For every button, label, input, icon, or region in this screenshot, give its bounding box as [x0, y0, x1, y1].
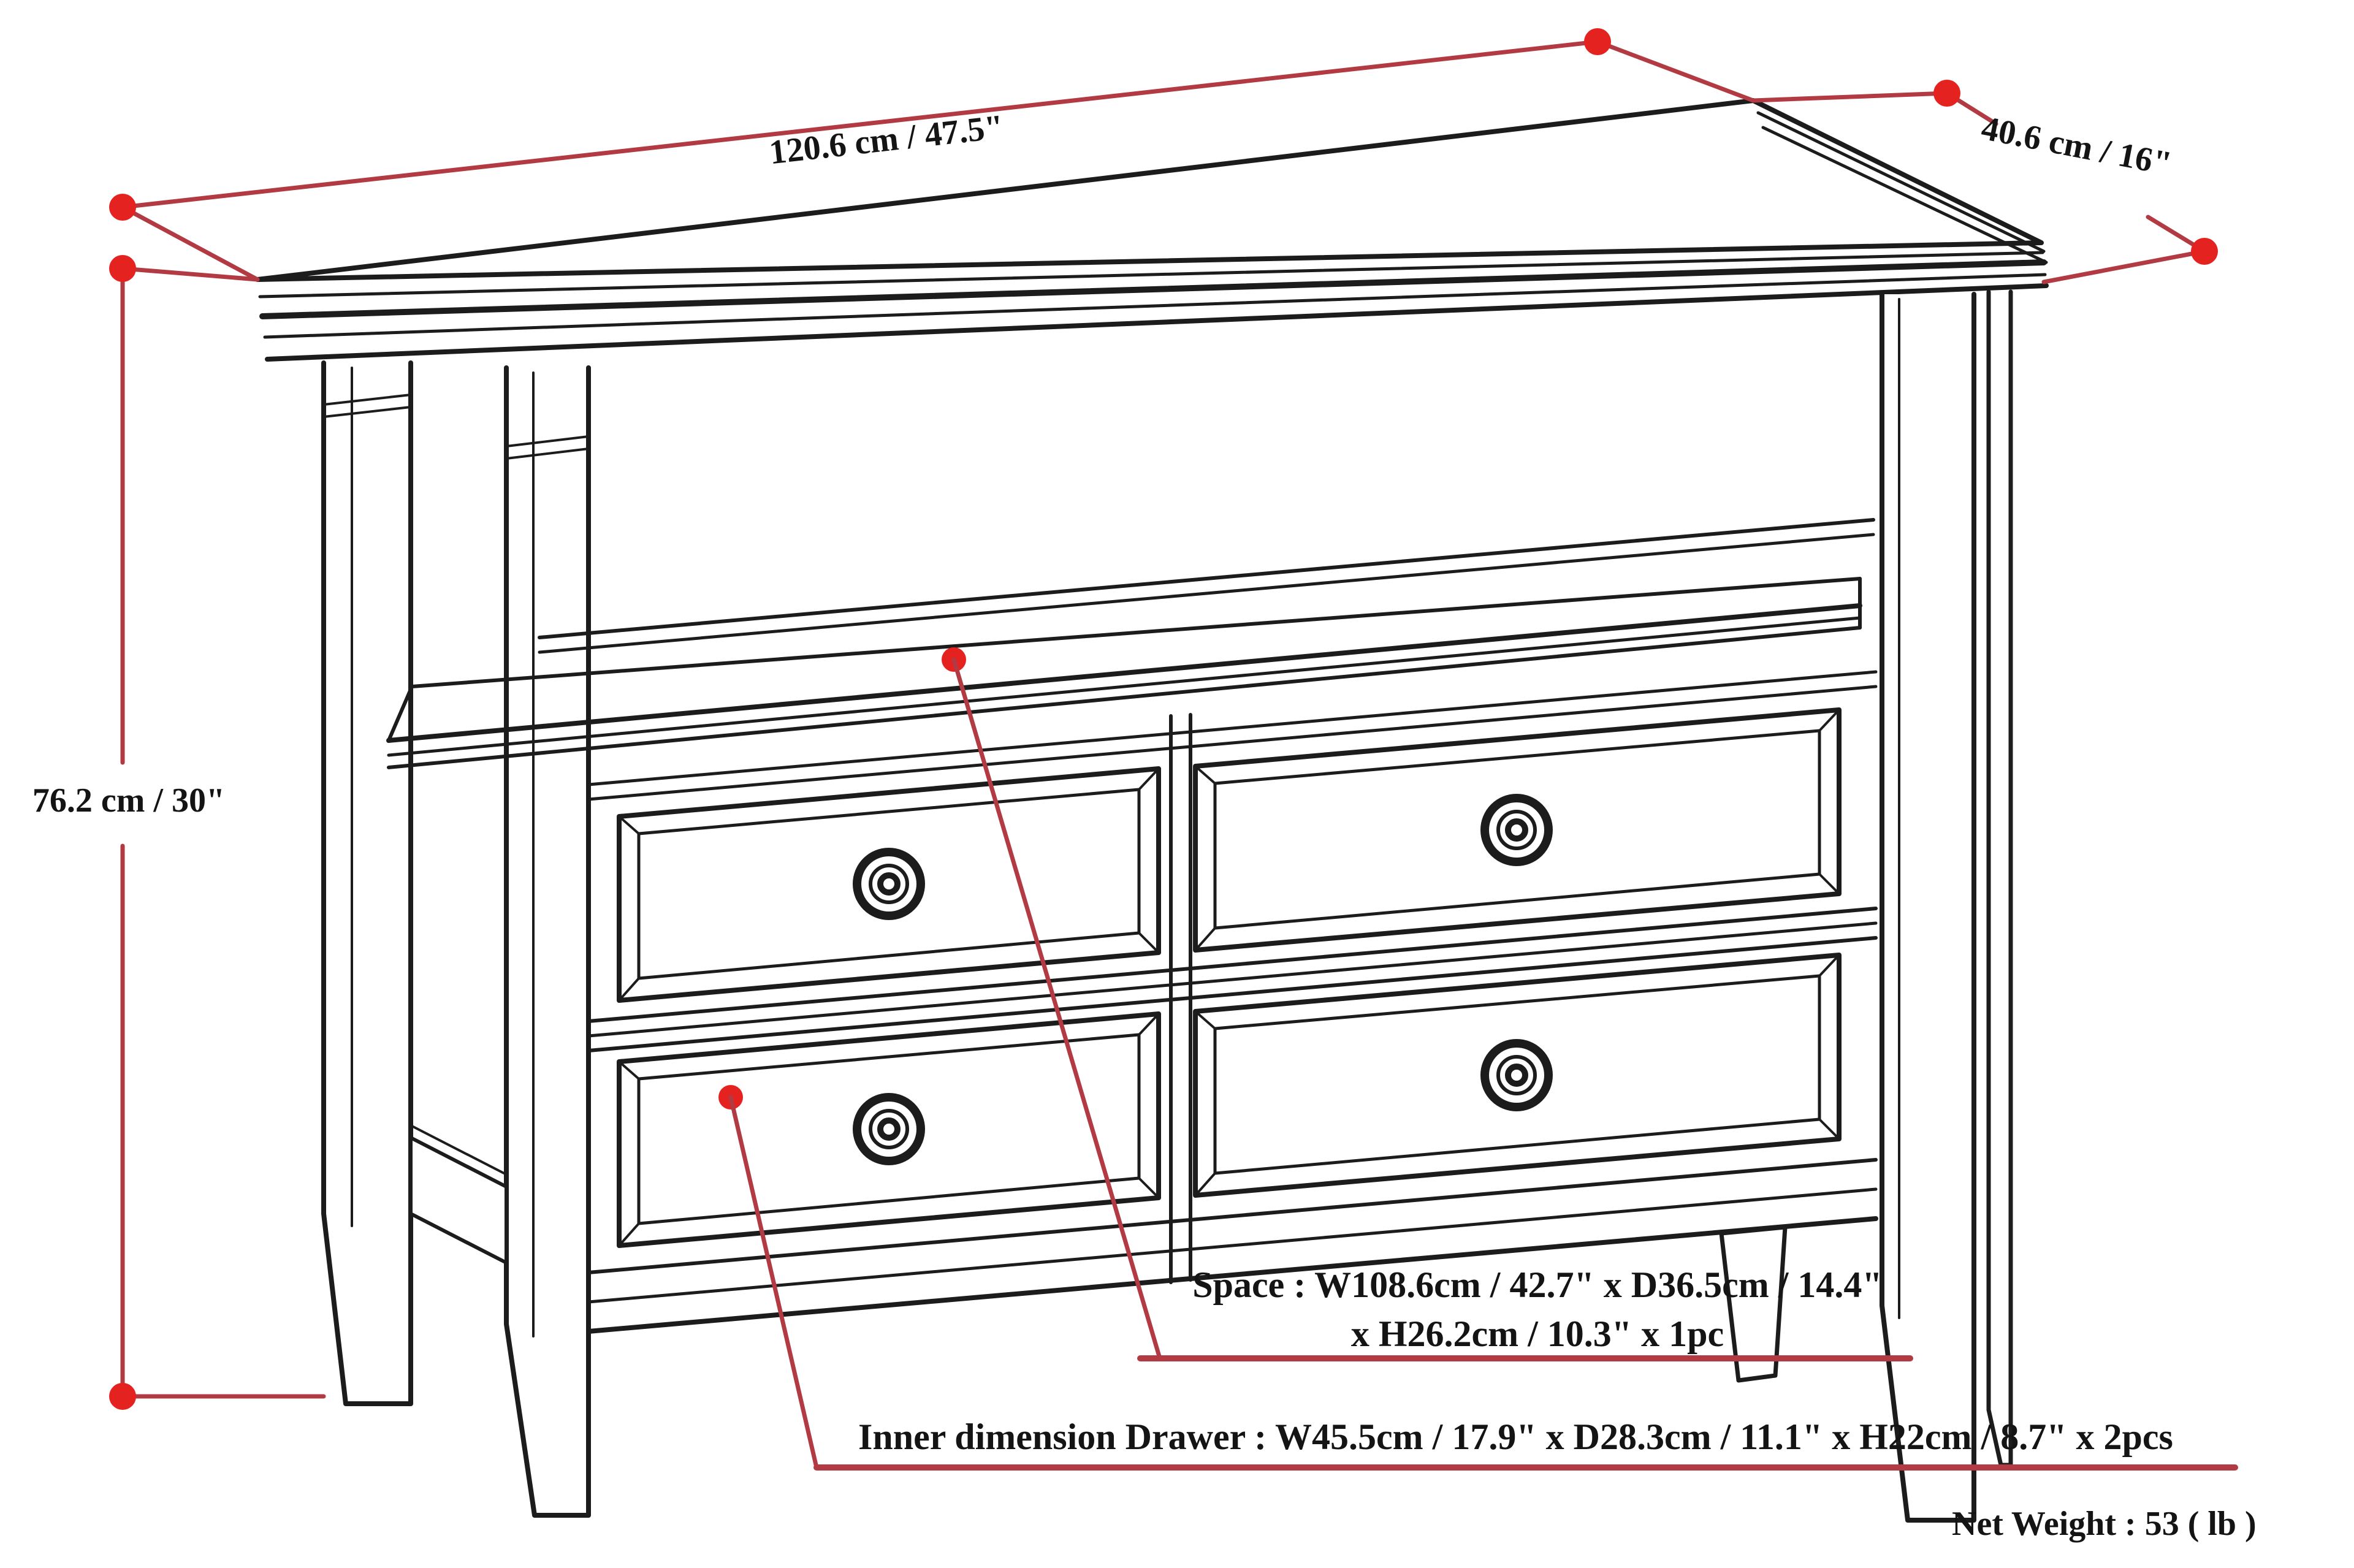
tabletop-molding-line — [259, 259, 2047, 319]
ring-pull-knob-icon — [1480, 1039, 1553, 1111]
drawer-bottom-left — [617, 1011, 1161, 1248]
leg-front-left — [504, 365, 591, 1518]
space-leader: Space : W108.6cm / 42.7" x D36.5cm / 14.… — [942, 647, 1913, 1361]
tabletop-surface — [255, 98, 2044, 282]
width-dimension-line — [120, 39, 1600, 210]
tabletop — [255, 98, 2049, 362]
width-extension-line — [120, 205, 260, 282]
dimension-dot — [1933, 80, 1960, 107]
leg-back-right — [1986, 289, 2013, 1467]
tabletop-molding-bottom — [265, 283, 2049, 362]
inner-drawer-annotation: Inner dimension Drawer : W45.5cm / 17.9"… — [858, 1417, 2173, 1457]
drawer-front — [1193, 707, 1842, 953]
leg-back-left-cap — [322, 394, 412, 418]
space-leader-line — [951, 657, 1162, 1361]
mid-rail-line — [587, 921, 1878, 1038]
mid-rail-line — [587, 936, 1878, 1052]
dimension-dot — [2191, 238, 2218, 265]
drawer-front — [617, 1011, 1161, 1248]
dimension-annotations: 120.6 cm / 47.5" 40.6 cm / 16" 76.2 cm /… — [32, 28, 2257, 1543]
depth-extension-line — [2041, 249, 2207, 284]
space-annotation-line1: Space : W108.6cm / 42.7" x D36.5cm / 14.… — [1192, 1265, 1882, 1305]
tabletop-molding-line — [263, 273, 2047, 339]
board-front-edge — [386, 603, 1862, 743]
tabletop-right-face-line — [1756, 111, 2046, 253]
leg-front-left-cap — [505, 435, 590, 460]
drawer-bevel-corners — [1194, 709, 1840, 951]
mid-rail-line — [587, 907, 1878, 1023]
height-extension-line — [120, 266, 260, 282]
ring-pull-knob-icon — [853, 1093, 925, 1165]
width-dimension-label: 120.6 cm / 47.5" — [768, 108, 1006, 172]
cabinet-rails — [586, 670, 1878, 1334]
inner-drawer-leader: Inner dimension Drawer : W45.5cm / 17.9"… — [718, 1085, 2238, 1471]
dimension-dot — [109, 194, 136, 221]
drawer-bevel-corners — [618, 767, 1160, 1002]
width-extension-line — [1595, 39, 1756, 103]
bottom-rail-line — [587, 1158, 1878, 1274]
top-rail-line — [587, 670, 1878, 786]
ring-pull-knob-icon — [1480, 794, 1553, 866]
drawer-bottom-right — [1193, 953, 1842, 1198]
drawer-top-left — [617, 766, 1161, 1003]
tabletop-right-face-line — [1761, 126, 2048, 264]
tabletop-molding-line — [258, 251, 2044, 299]
drawer-front — [1193, 953, 1842, 1198]
stub-foot — [1719, 1225, 1788, 1383]
dimension-dot — [109, 1383, 136, 1410]
side-stretcher-left-top — [409, 1124, 508, 1176]
legs — [321, 289, 2013, 1523]
board-back-edge — [410, 577, 1862, 688]
dimension-dot — [109, 255, 136, 282]
leg-back-left — [321, 360, 413, 1406]
cabinet-top-board — [386, 577, 1862, 769]
console-table-drawing — [255, 98, 2049, 1523]
bottom-rail-line — [587, 1187, 1878, 1304]
depth-dimension-label: 40.6 cm / 16" — [1978, 109, 2174, 183]
dimension-dot — [1584, 28, 1611, 55]
space-annotation-line2: x H26.2cm / 10.3" x 1pc — [1351, 1314, 1724, 1354]
drawer-bevel-corners — [618, 1013, 1160, 1247]
side-stretcher-left — [409, 1136, 508, 1265]
inner-drawer-leader-line — [728, 1095, 819, 1470]
board-molding-line — [387, 616, 1862, 757]
cabinet-bottom-edge — [586, 1216, 1878, 1334]
drawer-top-right — [1193, 707, 1842, 953]
leg-front-right — [1880, 292, 1976, 1523]
open-shelf-back-rail — [538, 518, 1875, 654]
ring-pull-knob-icon — [853, 848, 925, 920]
drawer-front — [617, 766, 1161, 1003]
top-rail-line — [587, 685, 1878, 801]
back-rail-line — [538, 518, 1875, 639]
board-left-cap — [387, 685, 414, 742]
height-dimension-label: 76.2 cm / 30" — [32, 782, 225, 820]
net-weight-label: Net Weight : 53 ( lb ) — [1952, 1505, 2257, 1543]
depth-extension-line — [1751, 91, 1949, 103]
back-rail-line — [538, 533, 1875, 654]
height-dimension: 76.2 cm / 30" — [32, 255, 326, 1410]
board-bottom-edge — [387, 626, 1862, 769]
drawer-bevel-corners — [1194, 954, 1840, 1197]
